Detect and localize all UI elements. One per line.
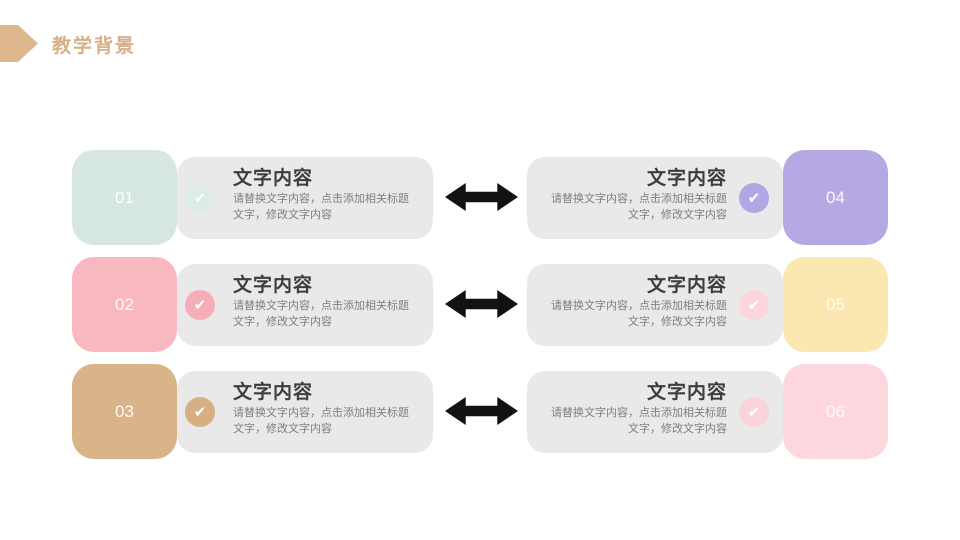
double-arrow-icon xyxy=(445,183,518,211)
card-body-line: 文字，修改文字内容 xyxy=(233,209,332,221)
card-row-2: 02 文字内容 请替换文字内容，点击添加相关标题 文字，修改文字内容 文字内容 … xyxy=(0,257,960,352)
double-arrow-icon xyxy=(445,397,518,425)
text-panel-03: 文字内容 请替换文字内容，点击添加相关标题 文字，修改文字内容 xyxy=(177,371,433,453)
card-body-line: 请替换文字内容，点击添加相关标题 xyxy=(233,300,409,312)
page-title: 教学背景 xyxy=(52,36,137,57)
text-panel-04: 文字内容 请替换文字内容，点击添加相关标题 文字，修改文字内容 xyxy=(527,157,783,239)
text-panel-06: 文字内容 请替换文字内容，点击添加相关标题 文字，修改文字内容 xyxy=(527,371,783,453)
card-title: 文字内容 xyxy=(646,275,727,296)
card-title: 文字内容 xyxy=(646,168,727,189)
check-icon xyxy=(739,397,769,427)
card-body-line: 文字，修改文字内容 xyxy=(628,423,727,435)
number-badge-03: 03 xyxy=(72,364,177,459)
double-arrow-icon xyxy=(445,290,518,318)
check-icon xyxy=(739,183,769,213)
card-body-line: 文字，修改文字内容 xyxy=(628,209,727,221)
card-title: 文字内容 xyxy=(233,275,314,296)
header-arrow-icon xyxy=(0,25,38,62)
check-icon xyxy=(185,397,215,427)
card-body-line: 请替换文字内容，点击添加相关标题 xyxy=(551,193,727,205)
text-panel-05: 文字内容 请替换文字内容，点击添加相关标题 文字，修改文字内容 xyxy=(527,264,783,346)
card-title: 文字内容 xyxy=(646,382,727,403)
card-body-line: 文字，修改文字内容 xyxy=(628,316,727,328)
text-panel-01: 文字内容 请替换文字内容，点击添加相关标题 文字，修改文字内容 xyxy=(177,157,433,239)
number-badge-04: 04 xyxy=(783,150,888,245)
check-icon xyxy=(739,290,769,320)
card-body-line: 请替换文字内容，点击添加相关标题 xyxy=(233,193,409,205)
text-panel-02: 文字内容 请替换文字内容，点击添加相关标题 文字，修改文字内容 xyxy=(177,264,433,346)
number-badge-01: 01 xyxy=(72,150,177,245)
check-icon xyxy=(185,183,215,213)
card-title: 文字内容 xyxy=(233,168,314,189)
card-body-line: 文字，修改文字内容 xyxy=(233,316,332,328)
card-body-line: 请替换文字内容，点击添加相关标题 xyxy=(551,407,727,419)
card-body-line: 文字，修改文字内容 xyxy=(233,423,332,435)
number-badge-05: 05 xyxy=(783,257,888,352)
card-row-3: 03 文字内容 请替换文字内容，点击添加相关标题 文字，修改文字内容 文字内容 … xyxy=(0,364,960,459)
number-badge-06: 06 xyxy=(783,364,888,459)
number-badge-02: 02 xyxy=(72,257,177,352)
card-title: 文字内容 xyxy=(233,382,314,403)
check-icon xyxy=(185,290,215,320)
card-row-1: 01 文字内容 请替换文字内容，点击添加相关标题 文字，修改文字内容 文字内容 … xyxy=(0,150,960,245)
card-body-line: 请替换文字内容，点击添加相关标题 xyxy=(551,300,727,312)
card-body-line: 请替换文字内容，点击添加相关标题 xyxy=(233,407,409,419)
